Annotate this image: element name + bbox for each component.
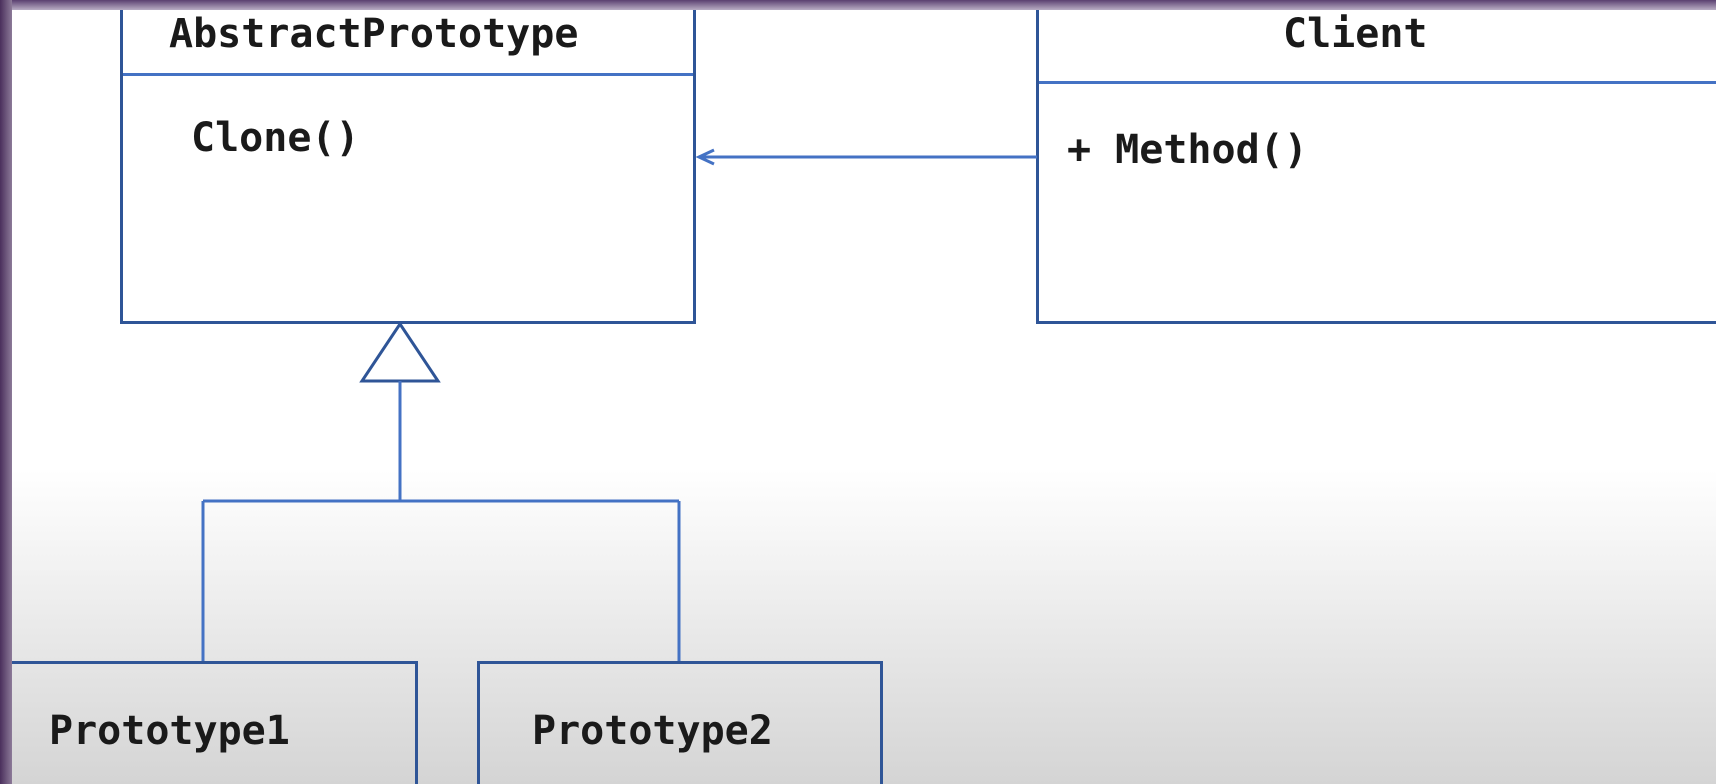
frame-left-border <box>0 0 12 784</box>
frame-top-border <box>0 0 1716 10</box>
abstract-prototype-divider <box>123 73 693 76</box>
client-class: Client + Method() <box>1036 0 1716 324</box>
prototype2-name: Prototype2 <box>532 708 773 754</box>
prototype2-class: Prototype2 <box>477 661 883 784</box>
abstract-prototype-class: AbstractPrototype Clone() <box>120 0 696 324</box>
prototype1-class: Prototype1 <box>0 661 418 784</box>
prototype1-name: Prototype1 <box>49 708 290 754</box>
method-operation: + Method() <box>1067 127 1308 173</box>
association-arrowhead <box>695 148 715 166</box>
bottom-shade <box>0 470 1716 784</box>
abstract-prototype-name: AbstractPrototype <box>169 11 579 57</box>
clone-operation: Clone() <box>191 115 360 161</box>
inheritance-triangle-icon <box>359 321 441 383</box>
client-name: Client <box>1283 11 1428 57</box>
client-divider <box>1039 81 1716 84</box>
